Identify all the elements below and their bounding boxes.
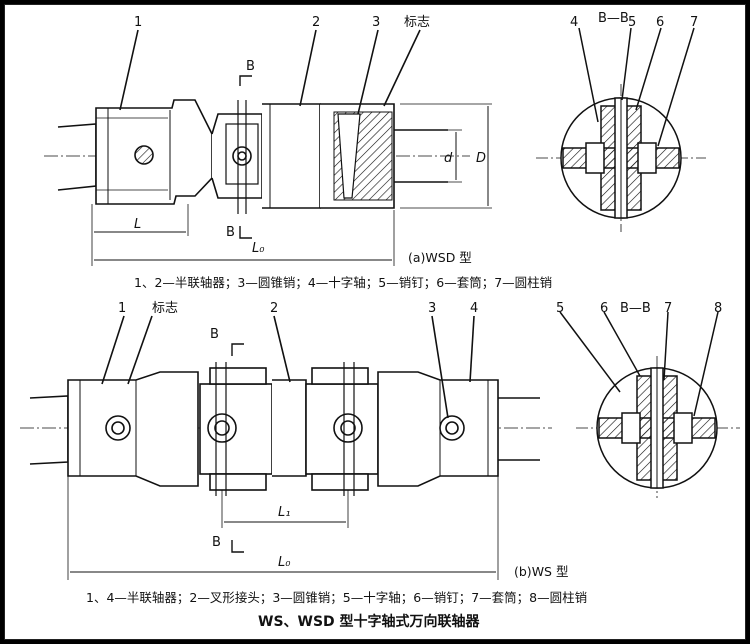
top-section-callout-5: 5 (628, 15, 636, 30)
top-callout-1: 1 (134, 15, 142, 30)
top-section-label: B—B (598, 11, 629, 26)
top-section-callout-4: 4 (570, 15, 578, 30)
bottom-callout-2: 2 (270, 301, 278, 316)
bottom-callout-mark: 标志 (152, 301, 178, 316)
top-section-callout-6: 6 (656, 15, 664, 30)
bottom-cut-b-lower: B (212, 535, 221, 550)
top-subtitle: (a)WSD 型 (408, 250, 472, 265)
bottom-callout-3: 3 (428, 301, 436, 316)
bottom-section-callout-6: 6 (600, 301, 608, 316)
top-dim-L0: L₀ (252, 241, 265, 256)
top-section-callout-7: 7 (690, 15, 698, 30)
top-cut-b-upper: B (246, 59, 255, 74)
figure-title: WS、WSD 型十字轴式万向联轴器 (258, 613, 481, 630)
top-cut-b-lower: B (226, 225, 235, 240)
top-callout-3: 3 (372, 15, 380, 30)
top-legend: 1、2—半联轴器；3—圆锥销；4—十字轴；5—销钉；6—套筒；7—圆柱销 (134, 275, 552, 290)
bottom-section-label: B—B (620, 301, 651, 316)
bottom-dim-L1: L₁ (278, 505, 290, 520)
wsd-assembly (44, 29, 492, 266)
ws-assembly (20, 315, 552, 580)
wsd-section-view (536, 27, 706, 232)
bottom-section-callout-7: 7 (664, 301, 672, 316)
bottom-callout-4: 4 (470, 301, 478, 316)
bottom-dim-L0: L₀ (278, 555, 291, 570)
bottom-section-callout-8: 8 (714, 301, 722, 316)
bottom-callout-1: 1 (118, 301, 126, 316)
bottom-cut-b-upper: B (210, 327, 219, 342)
top-callout-mark: 标志 (404, 15, 430, 30)
bottom-subtitle: (b)WS 型 (514, 564, 568, 579)
bottom-section-callout-5: 5 (556, 301, 564, 316)
top-dim-d: d (444, 151, 453, 166)
top-dim-D: D (476, 151, 486, 166)
top-callout-2: 2 (312, 15, 320, 30)
top-dim-L: L (134, 217, 141, 232)
bottom-legend: 1、4—半联轴器；2—叉形接头；3—圆锥销；5—十字轴；6—销钉；7—套筒；8—… (86, 590, 587, 605)
ws-section-view (559, 311, 740, 498)
